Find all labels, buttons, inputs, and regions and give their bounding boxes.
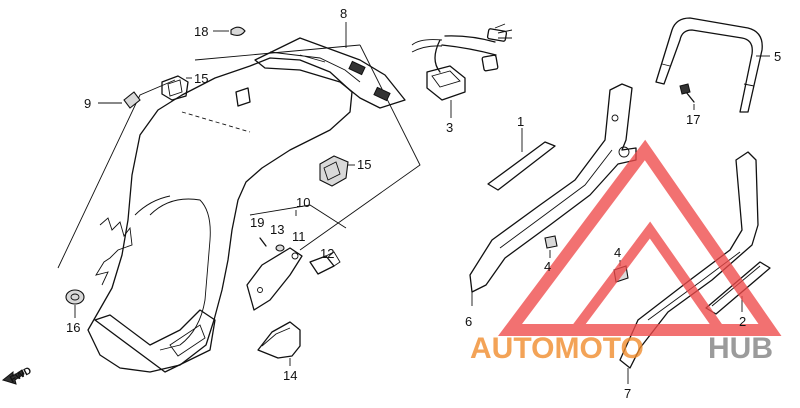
watermark: AUTOMOTO HUB — [470, 139, 782, 365]
label-part-18: 18 — [194, 24, 208, 39]
part-14-bracket — [257, 321, 301, 359]
watermark-text-primary: AUTOMOTO — [470, 332, 644, 365]
label-part-9: 9 — [84, 96, 91, 111]
label-part-14: 14 — [283, 368, 297, 383]
part-6-side-rail — [469, 83, 637, 306]
label-part-4-right: 4 — [614, 245, 621, 260]
fender-rear-box-slot — [169, 324, 206, 357]
rear-fender-assembly — [57, 37, 421, 373]
part-15-clip-lower — [319, 155, 355, 187]
part-16-grommet — [65, 289, 85, 318]
part-11-plate — [246, 247, 303, 311]
label-part-7: 7 — [624, 386, 631, 401]
part-19-bolt — [259, 237, 267, 247]
part-4-nut-left — [544, 235, 558, 258]
label-part-5: 5 — [774, 49, 781, 64]
label-part-19: 19 — [250, 215, 264, 230]
fender-top-plate-detail — [269, 51, 361, 83]
label-part-10: 10 — [296, 195, 310, 210]
fwd-label: FWD — [8, 365, 33, 385]
fender-center-line — [181, 111, 251, 133]
part-9-bracket — [98, 91, 141, 109]
fender-top-plate — [254, 37, 406, 109]
fender-tab — [235, 87, 251, 107]
part-5-grab-rail — [655, 17, 770, 113]
label-part-17: 17 — [686, 112, 700, 127]
label-part-13: 13 — [270, 222, 284, 237]
label-part-4-left: 4 — [544, 259, 551, 274]
watermark-logo — [498, 139, 782, 336]
fender-rear-box — [94, 309, 216, 373]
label-part-15-lower: 15 — [357, 157, 371, 172]
part-15-clip-upper — [161, 75, 192, 101]
fender-top-clip — [348, 60, 366, 76]
part-10-guide — [249, 204, 347, 229]
fender-outline-left — [57, 79, 176, 269]
label-part-11: 11 — [292, 229, 306, 244]
part-labels: 1 2 3 4 4 5 6 7 8 9 10 11 12 13 14 15 15… — [8, 6, 781, 401]
fender-serrated-edge — [95, 217, 133, 286]
part-18-grommet — [213, 26, 246, 37]
fwd-arrow — [1, 369, 25, 385]
label-part-6: 6 — [465, 314, 472, 329]
part-17-bolt — [679, 83, 695, 110]
part-13-nut — [275, 244, 285, 252]
part-3-wire-harness — [411, 23, 513, 118]
label-part-16: 16 — [66, 320, 80, 335]
label-part-8: 8 — [340, 6, 347, 21]
label-part-2: 2 — [739, 314, 746, 329]
watermark-text-secondary: HUB — [708, 332, 773, 365]
fender-inner-channel — [149, 198, 211, 351]
fender-top-clip-2 — [373, 86, 391, 102]
fender-inner-rib — [134, 195, 171, 216]
part-1-trim — [487, 128, 556, 191]
bracket-group — [246, 204, 347, 366]
label-part-3: 3 — [446, 120, 453, 135]
label-part-15-upper: 15 — [194, 71, 208, 86]
fender-outline-right — [299, 44, 421, 251]
rear-fender — [87, 57, 353, 373]
label-part-12: 12 — [320, 246, 334, 261]
label-part-1: 1 — [517, 114, 524, 129]
